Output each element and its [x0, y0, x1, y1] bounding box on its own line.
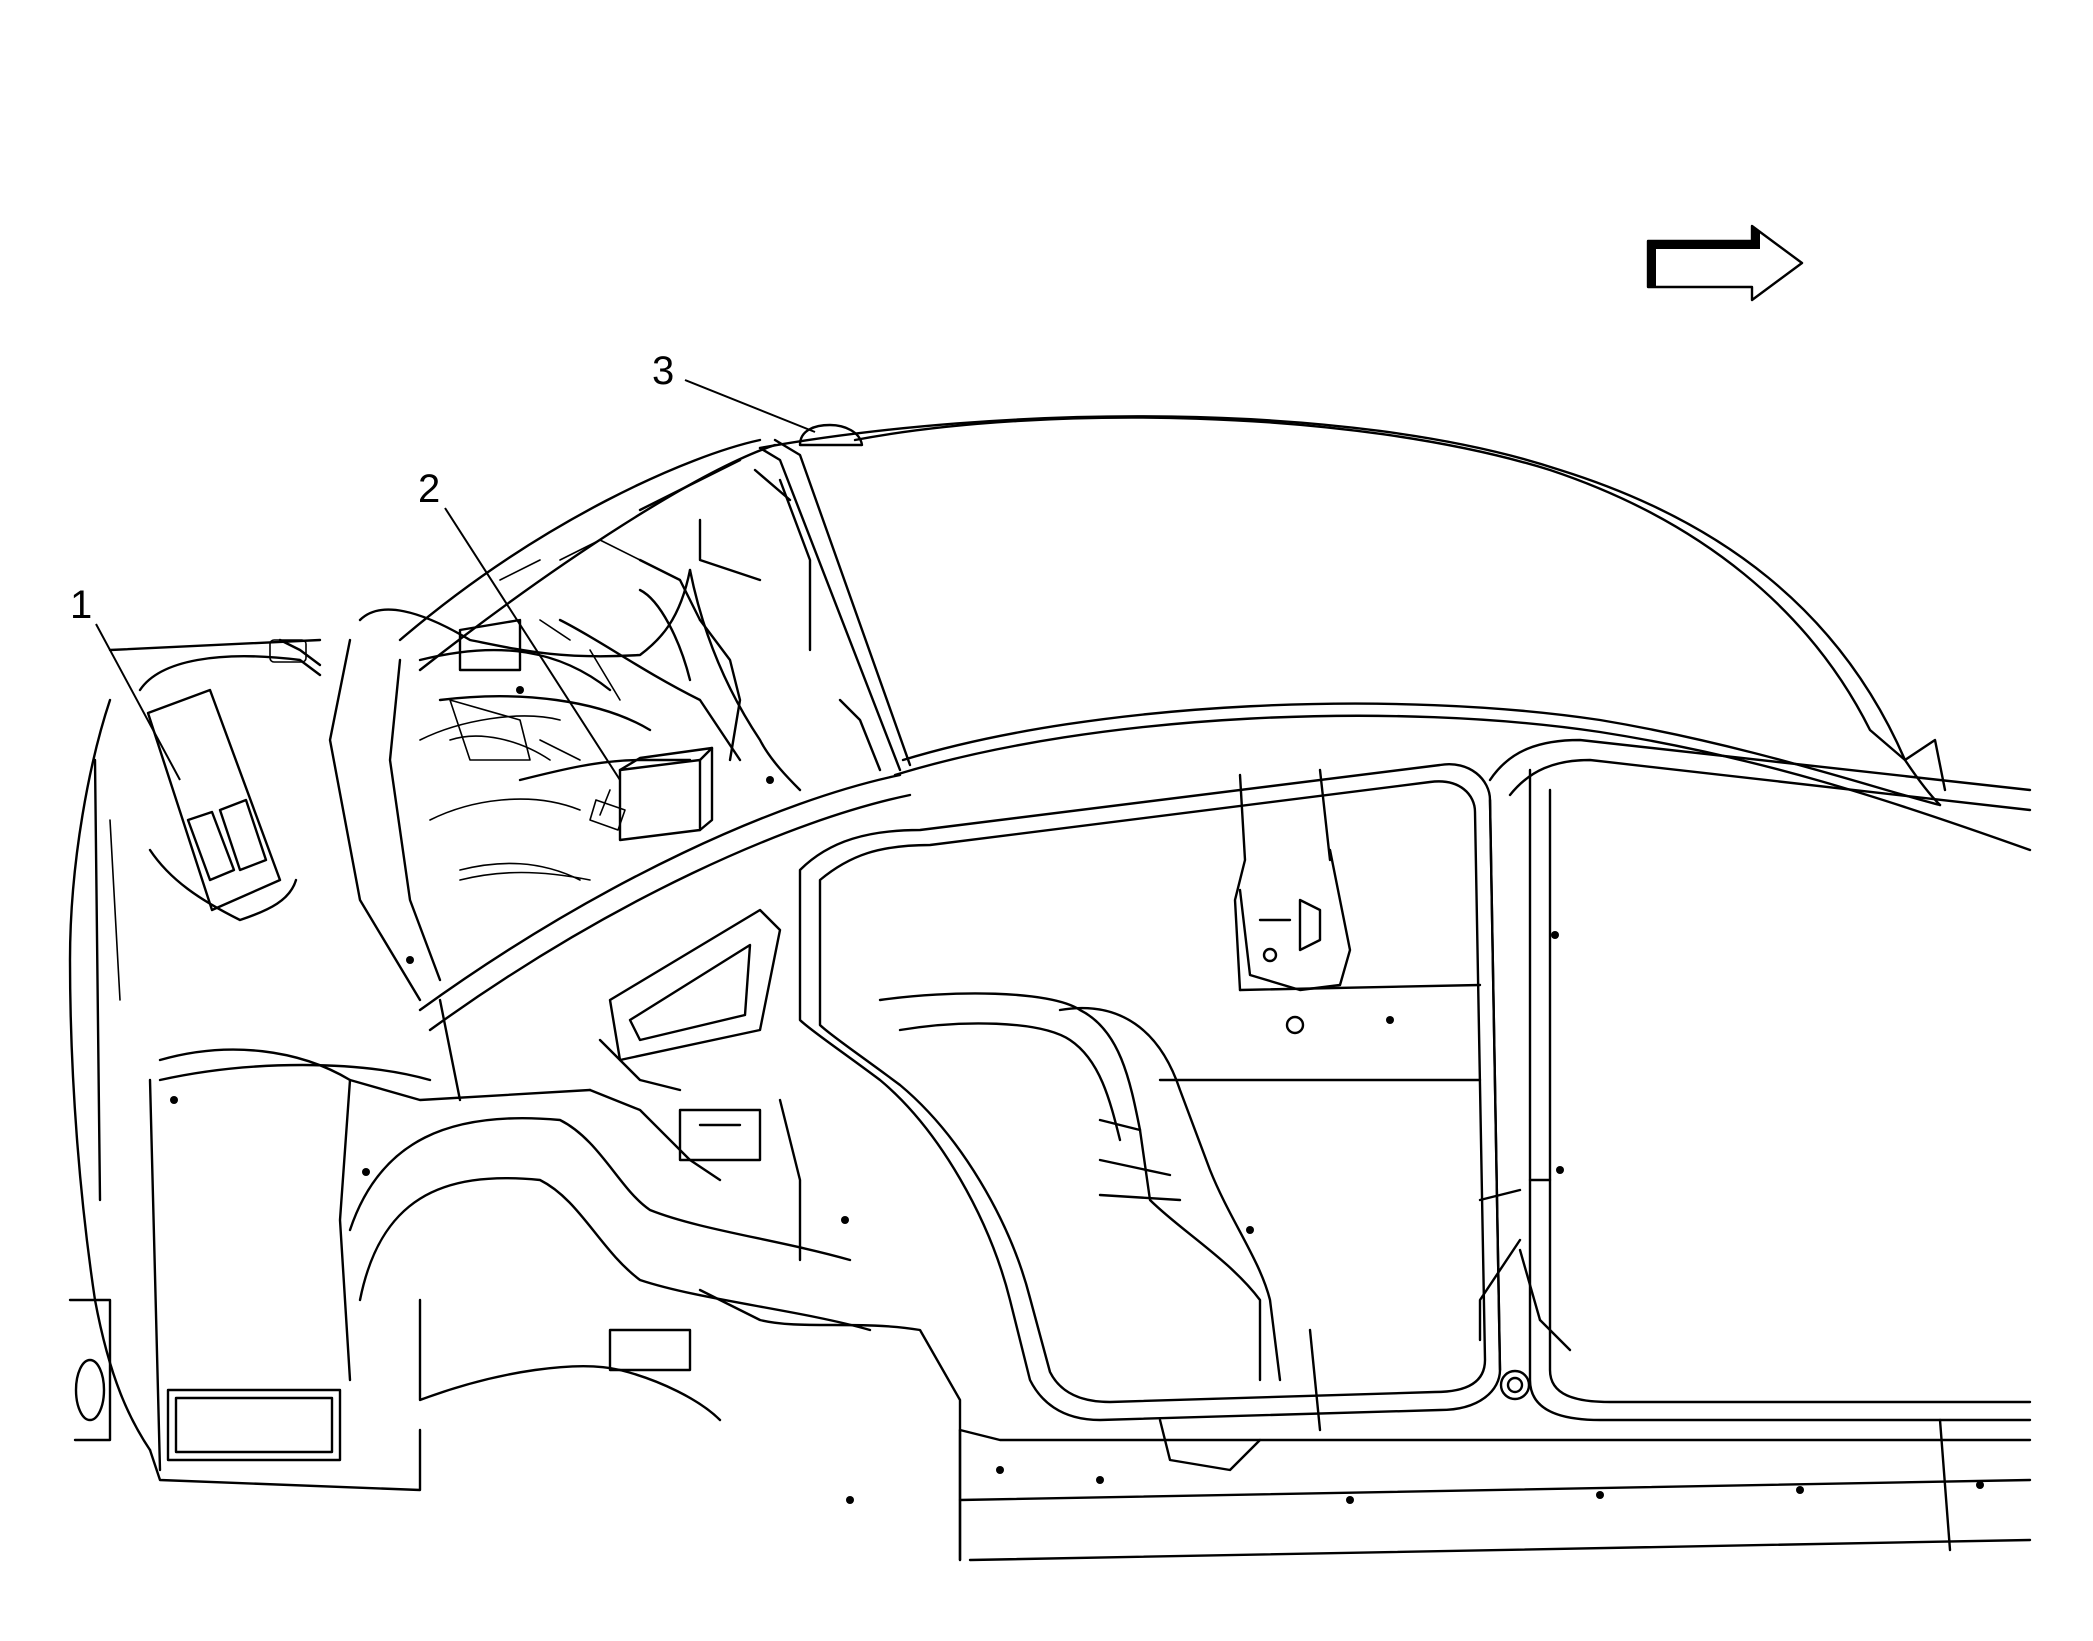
- callout-2: 2: [418, 467, 621, 781]
- front-door-opening: [418, 763, 1502, 1472]
- forward-arrow-icon: [1646, 224, 1804, 302]
- roof-panel: [758, 415, 2032, 852]
- rocker-panel: [958, 1418, 2032, 1562]
- cowl-panel: [328, 568, 802, 1002]
- callout-2-label: 2: [418, 467, 440, 511]
- component-1-module: [146, 688, 298, 922]
- cowl-interior-detail: [449, 478, 812, 881]
- rear-door-opening: [1478, 738, 2032, 1422]
- callout-3-label: 3: [652, 349, 674, 393]
- antenna-icon: [798, 423, 864, 447]
- callout-1: 1: [70, 583, 181, 781]
- component-2-module: [589, 746, 714, 842]
- dash-and-floor: [158, 998, 962, 1562]
- callout-1-label: 1: [70, 583, 92, 627]
- callout-3: 3: [652, 349, 864, 447]
- fastener-dots: [170, 686, 1984, 1504]
- left-fender: [68, 638, 432, 1492]
